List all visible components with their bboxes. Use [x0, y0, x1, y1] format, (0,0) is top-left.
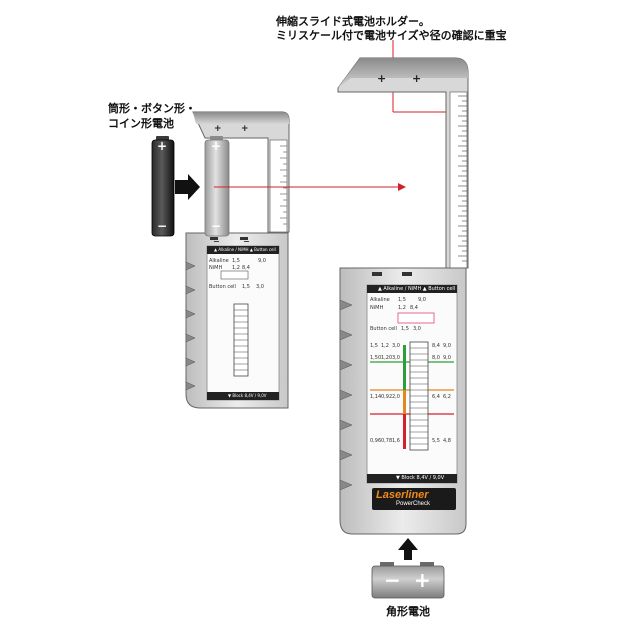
- small-plus-1: +: [214, 124, 222, 134]
- large-v84: 8,4: [410, 305, 418, 311]
- small-v30: 3,0: [256, 284, 264, 290]
- scale-top-2: 1,2: [381, 343, 389, 349]
- scale-mid-4: 6,4: [432, 394, 440, 400]
- scale-mid-5: 6,2: [443, 394, 451, 400]
- aa-battery-black: [151, 136, 175, 237]
- scale-good-2: 1,20: [381, 355, 393, 361]
- holder-caption-line1: 伸縮スライド式電池ホルダー。: [276, 15, 430, 28]
- scale-mid-3: 2,0: [392, 394, 400, 400]
- brand-model: PowerCheck: [396, 501, 431, 507]
- large-alkaline: Alkaline: [370, 297, 390, 303]
- up-arrow: [398, 538, 418, 560]
- scale-good-1: 1,50: [370, 355, 382, 361]
- cylinder-caption-line2: コイン形電池: [108, 117, 174, 130]
- holder-caption-line2: ミリスケール付で電池サイズや径の確認に重宝: [276, 29, 507, 42]
- aa-battery-grey: [204, 136, 230, 237]
- scale-top-4: 8,4: [432, 343, 440, 349]
- small-device: [185, 111, 290, 409]
- large-v30: 3,0: [413, 326, 421, 332]
- small-plus-2: +: [241, 124, 249, 134]
- large-v12: 1,2: [398, 305, 406, 311]
- square-battery: [371, 562, 445, 599]
- scale-top-5: 9,0: [443, 343, 451, 349]
- large-v15: 1,5: [398, 297, 406, 303]
- large-top-bar: ▲ Alkaline / NiMH ▲ Button cell: [378, 286, 456, 292]
- scale-good-3: 3,0: [392, 355, 400, 361]
- small-alkaline: Alkaline: [209, 258, 229, 264]
- small-minus-2: −: [243, 237, 250, 246]
- small-minus-1: −: [213, 237, 220, 246]
- large-v90: 9,0: [418, 297, 426, 303]
- scale-low-5: 4,8: [443, 438, 451, 444]
- small-v84: 8,4: [242, 265, 250, 271]
- large-plus-1: +: [377, 72, 387, 85]
- large-device: [337, 57, 469, 535]
- large-v15b: 1,5: [401, 326, 409, 332]
- large-plus-2: +: [412, 72, 422, 85]
- scale-low-1: 0,96: [370, 438, 382, 444]
- grey-battery-plus: +: [211, 139, 222, 153]
- black-battery-minus: −: [157, 219, 168, 233]
- square-battery-minus: −: [384, 568, 401, 592]
- small-nimh: NiMH: [209, 265, 223, 271]
- scale-mid-1: 1,14: [370, 394, 382, 400]
- scale-low-3: 1,6: [392, 438, 400, 444]
- small-v12: 1,2: [232, 265, 240, 271]
- scale-good-4: 8,0: [432, 355, 440, 361]
- cylinder-caption-line1: 筒形・ボタン形・: [108, 102, 196, 115]
- small-bottom-text: ▼ Block 8,4V / 9,0V: [228, 393, 267, 398]
- large-nimh: NiMH: [370, 305, 384, 311]
- scale-low-4: 5,5: [432, 438, 440, 444]
- scale-mid-2: 0,92: [381, 394, 393, 400]
- large-button: Button cell: [370, 326, 397, 332]
- scale-top-3: 3,0: [392, 343, 400, 349]
- small-button: Button cell: [209, 284, 236, 290]
- small-v15b: 1,5: [242, 284, 250, 290]
- square-battery-plus: +: [414, 568, 431, 592]
- scale-top-1: 1,5: [370, 343, 378, 349]
- large-bottom-text: ▼ Block 8,4V / 9,0V: [396, 475, 445, 481]
- small-v90: 9,0: [258, 258, 266, 264]
- square-battery-caption: 角形電池: [386, 605, 430, 618]
- grey-battery-minus: −: [211, 219, 222, 233]
- black-battery-plus: +: [157, 139, 168, 153]
- small-v15: 1,5: [232, 258, 240, 264]
- scale-good-5: 9,0: [443, 355, 451, 361]
- small-top-bar: ▲ Alkaline / NiMH ▲ Button cell: [214, 247, 276, 252]
- brand-logo: Laserliner: [376, 489, 429, 501]
- insert-arrow: [175, 174, 200, 200]
- scale-low-2: 0,78: [381, 438, 393, 444]
